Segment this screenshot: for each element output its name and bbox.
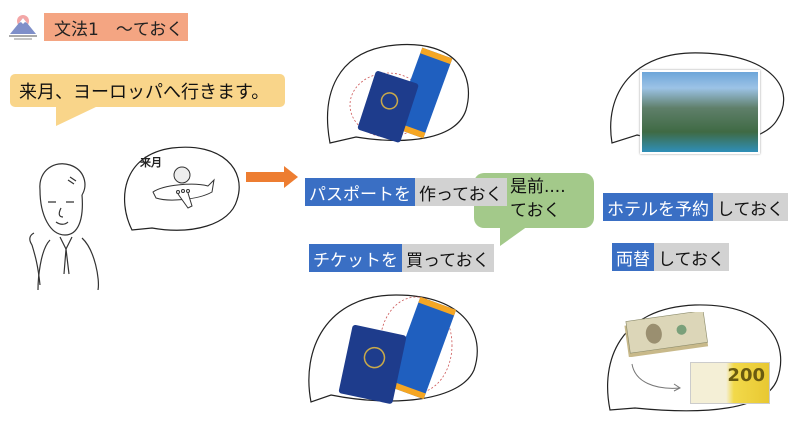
passport-ticket-icon: [340, 42, 341, 43]
airplane-traveler-icon: [148, 160, 218, 215]
dollar-bills-icon: [622, 310, 710, 358]
thought-cloud-passport-top: [326, 35, 476, 145]
phrase-ticket: チケットを 買っておく: [309, 244, 494, 272]
euro-note-icon: 200: [690, 362, 770, 404]
phrase-noun: ホテルを予約: [603, 193, 713, 221]
man-waving-icon: [10, 140, 100, 291]
phrase-noun: 両替: [612, 243, 654, 271]
euro-note-value: 200: [727, 365, 765, 386]
lesson-title: 文法1 ～ておく: [44, 13, 188, 41]
phrase-verb: 作っておく: [415, 178, 507, 206]
right-arrow-icon: [246, 166, 298, 188]
thought-cloud-passport-bottom: [306, 290, 481, 405]
thought-label: 来月: [140, 156, 162, 169]
phrase-noun: パスポートを: [305, 178, 415, 206]
phrase-passport-overlay: パスポートを 作っておく: [305, 178, 507, 206]
note-bubble-tail: [500, 226, 528, 246]
phrase-hotel: ホテルを予約 しておく: [603, 193, 788, 221]
hotel-resort-photo: [640, 70, 760, 154]
phrase-verb: しておく: [713, 193, 788, 221]
phrase-exchange: 両替 しておく: [612, 243, 729, 271]
curved-arrow-icon: [630, 362, 685, 392]
speech-bubble: 来月、ヨーロッパへ行きます。: [10, 74, 285, 107]
phrase-noun: チケットを: [309, 244, 402, 272]
note-line-2: ておく: [510, 201, 561, 221]
note-text: 是前.... ておく: [510, 175, 566, 223]
phrase-verb: 買っておく: [402, 244, 494, 272]
phrase-verb: しておく: [654, 243, 729, 271]
speech-bubble-tail: [56, 106, 98, 126]
note-line-1: 是前....: [510, 177, 566, 197]
mount-fuji-icon: [6, 10, 40, 42]
